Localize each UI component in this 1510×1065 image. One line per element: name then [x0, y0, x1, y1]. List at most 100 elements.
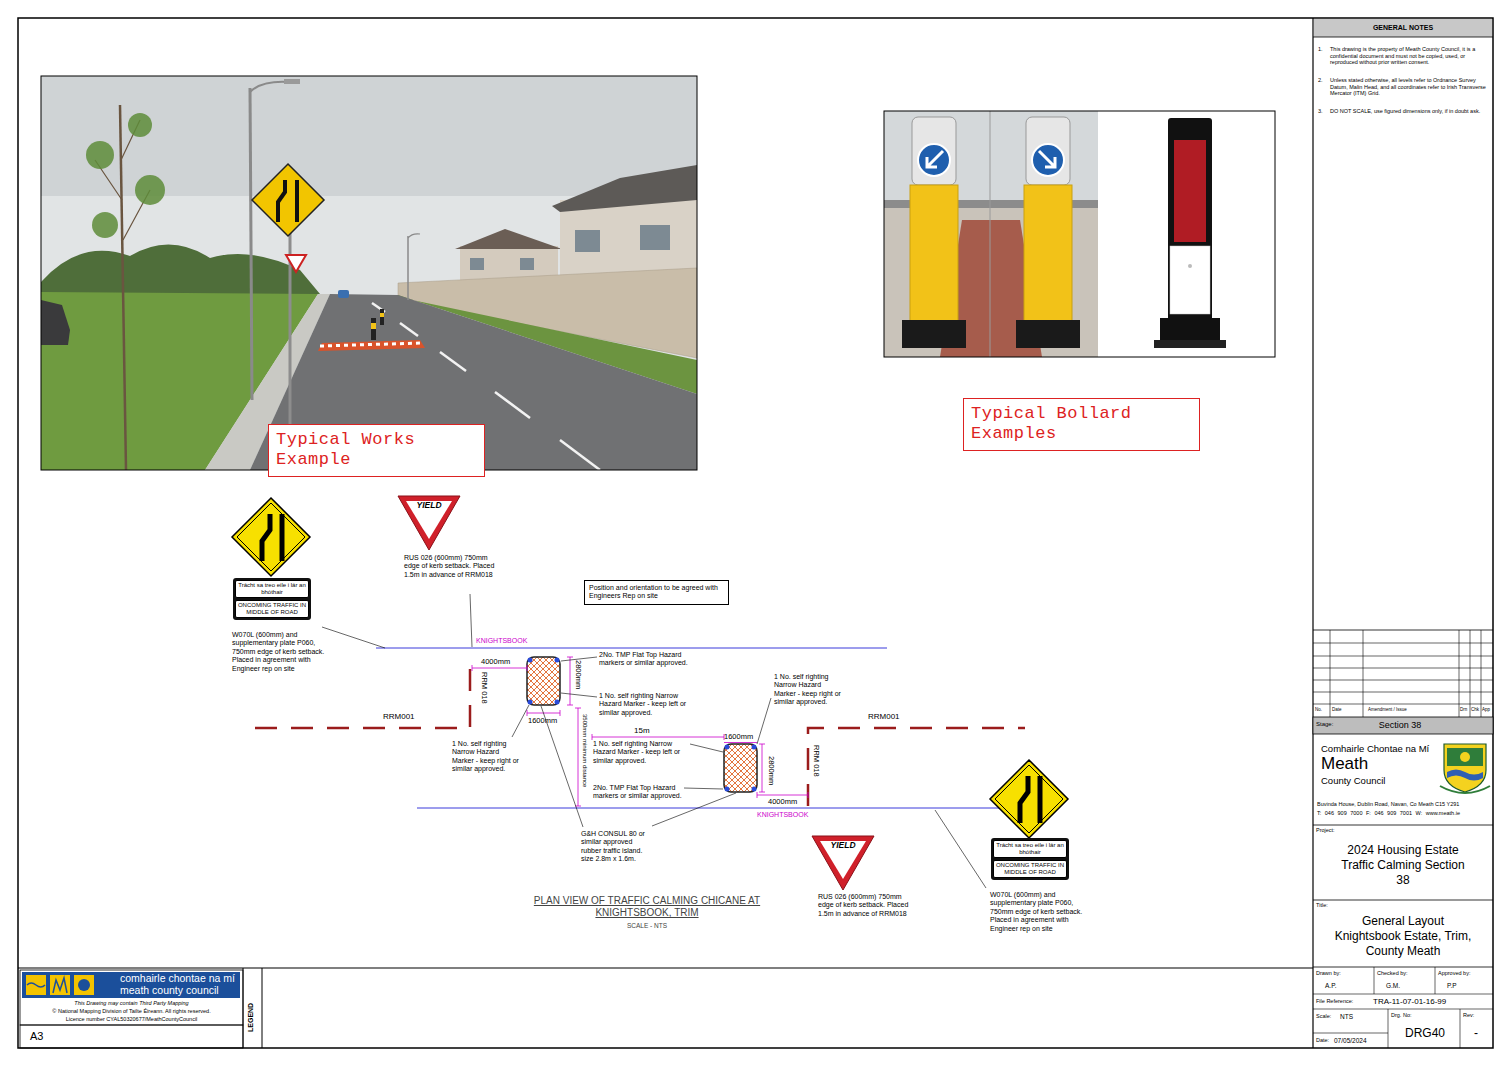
works-photo [41, 300, 70, 345]
title-block-grid [1481, 630, 1482, 717]
title-block-cell: DRG40 [1405, 1026, 1445, 1040]
title-block-grid [1313, 967, 1493, 968]
works-photo [575, 230, 600, 252]
bollard-photo [902, 320, 966, 348]
plate-text: Trácht sa treo eile i lár an bhóthair [993, 840, 1067, 858]
warning-sign [995, 765, 1063, 833]
title-block-grid [1313, 643, 1493, 644]
works-photo [41, 244, 320, 294]
works-photo [286, 255, 306, 272]
warning-sign [1038, 776, 1043, 823]
works-photo [278, 180, 285, 222]
title-block-grid [1459, 630, 1460, 717]
annotation-label: 1 No. self righting Narrow Hazard Marker… [599, 692, 699, 717]
warning-sign [990, 760, 1068, 838]
title-block-cell: 07/05/2024 [1334, 1037, 1367, 1045]
title-block-cell: Stage: [1316, 721, 1333, 728]
council-logo [53, 978, 67, 993]
title-block-cell: P.P [1447, 982, 1457, 990]
general-note: Unless stated otherwise, all levels refe… [1330, 77, 1488, 97]
sheet-frame [20, 1025, 243, 1048]
leader-line [757, 698, 771, 744]
works-photo [338, 290, 349, 298]
supplementary-plate: Trácht sa treo eile i lár an bhóthairONC… [991, 838, 1069, 880]
bollard-photo [1016, 320, 1080, 348]
sheet-frame [243, 968, 244, 1048]
traffic-island [725, 787, 730, 792]
title-block-cell: Rev: [1463, 1012, 1474, 1019]
title-block-grid [1435, 967, 1436, 994]
council-panel: Comhairle Chontae na MíMeathCounty Counc… [1313, 735, 1493, 825]
annotation-label: KNIGHTSBOOK [476, 637, 527, 645]
works-photo [252, 164, 324, 236]
works-photo [455, 229, 562, 249]
council-crest [1440, 744, 1490, 793]
table-header: Date [1332, 707, 1342, 712]
dimension-line [592, 734, 724, 740]
legend-heading: LEGEND [247, 1003, 255, 1032]
general-note: 1. [1318, 46, 1323, 53]
works-photo [92, 212, 118, 238]
traffic-island [527, 657, 757, 792]
council-logo [26, 975, 46, 995]
bollard-photo [912, 117, 956, 185]
bollard-photo [1026, 117, 1070, 185]
mapping-credit-box: comhairle chontae na mí meath county cou… [20, 970, 243, 1025]
title-block-grid [1313, 630, 1493, 631]
bollard-photo [884, 111, 1275, 357]
works-photo [520, 258, 534, 270]
title-text: Title: [1316, 902, 1328, 909]
credit-text: This Drawing may contain Third Party Map… [20, 1000, 243, 1007]
warning-sign [232, 498, 1068, 838]
annotation-label: W070L (600mm) and supplementary plate P0… [990, 891, 1092, 933]
council-logo [78, 979, 90, 991]
annotation-label: 2No. TMP Flat Top Hazard markers or simi… [593, 784, 698, 801]
works-photo [135, 175, 165, 205]
table-header: Chk [1471, 707, 1479, 712]
credit-text: comhairle chontae na mí meath county cou… [120, 973, 248, 996]
title-block-grid [1330, 630, 1331, 717]
warning-sign [237, 503, 305, 571]
works-photo [41, 76, 697, 470]
bollard-photo [1168, 118, 1212, 330]
works-photo [371, 323, 376, 329]
caption-text: Typical Works Example [276, 430, 436, 471]
sign-text: YIELD [397, 501, 461, 510]
title-block-grid [1313, 19, 1493, 1048]
title-block-cell: Scale: [1316, 1013, 1331, 1020]
works-photo [250, 88, 252, 400]
table-header: No. [1315, 707, 1322, 712]
bollard-photo [1170, 246, 1210, 314]
council-crest [1460, 752, 1470, 762]
council-logo [27, 983, 45, 987]
works-photo [128, 113, 152, 137]
warning-sign [280, 514, 285, 561]
photo-caption-box: Typical Bollard Examples [963, 398, 1200, 451]
leader-line [684, 788, 723, 789]
traffic-island [528, 700, 533, 705]
title-block-grid [1460, 1009, 1461, 1048]
works-photo [318, 340, 425, 351]
title-block-cell: File Reference: [1316, 998, 1353, 1005]
project-panel: Project:2024 Housing Estate Traffic Calm… [1313, 825, 1493, 900]
annotation-label: RUS 026 (600mm) 750mm edge of kerb setba… [818, 893, 910, 918]
council-text: T: 046 909 7000 F: 046 909 7001 W: www.m… [1317, 810, 1491, 817]
note-box: Position and orientation to be agreed wi… [584, 580, 729, 605]
bollard-photo [927, 151, 943, 167]
photo-frame [41, 76, 697, 470]
title-block-grid [1314, 19, 1492, 37]
yield-sign: YIELD [811, 835, 875, 891]
title-block-grid [1313, 717, 1493, 734]
annotation-label: 1600mm [724, 732, 753, 741]
project-text: Project: [1316, 827, 1335, 834]
annotation-label: 1 No. self righting Narrow Hazard Marker… [774, 673, 842, 707]
table-header: Amendment / Issue [1368, 707, 1407, 712]
title-block-cell: Drg. No: [1391, 1012, 1411, 1019]
title-block-grid [1313, 994, 1493, 995]
title-block-grid [1313, 668, 1493, 669]
leader-line [322, 627, 385, 648]
title-block-grid [1313, 704, 1493, 705]
title-block-cell: Approved by: [1438, 970, 1470, 977]
traffic-island [725, 745, 730, 750]
